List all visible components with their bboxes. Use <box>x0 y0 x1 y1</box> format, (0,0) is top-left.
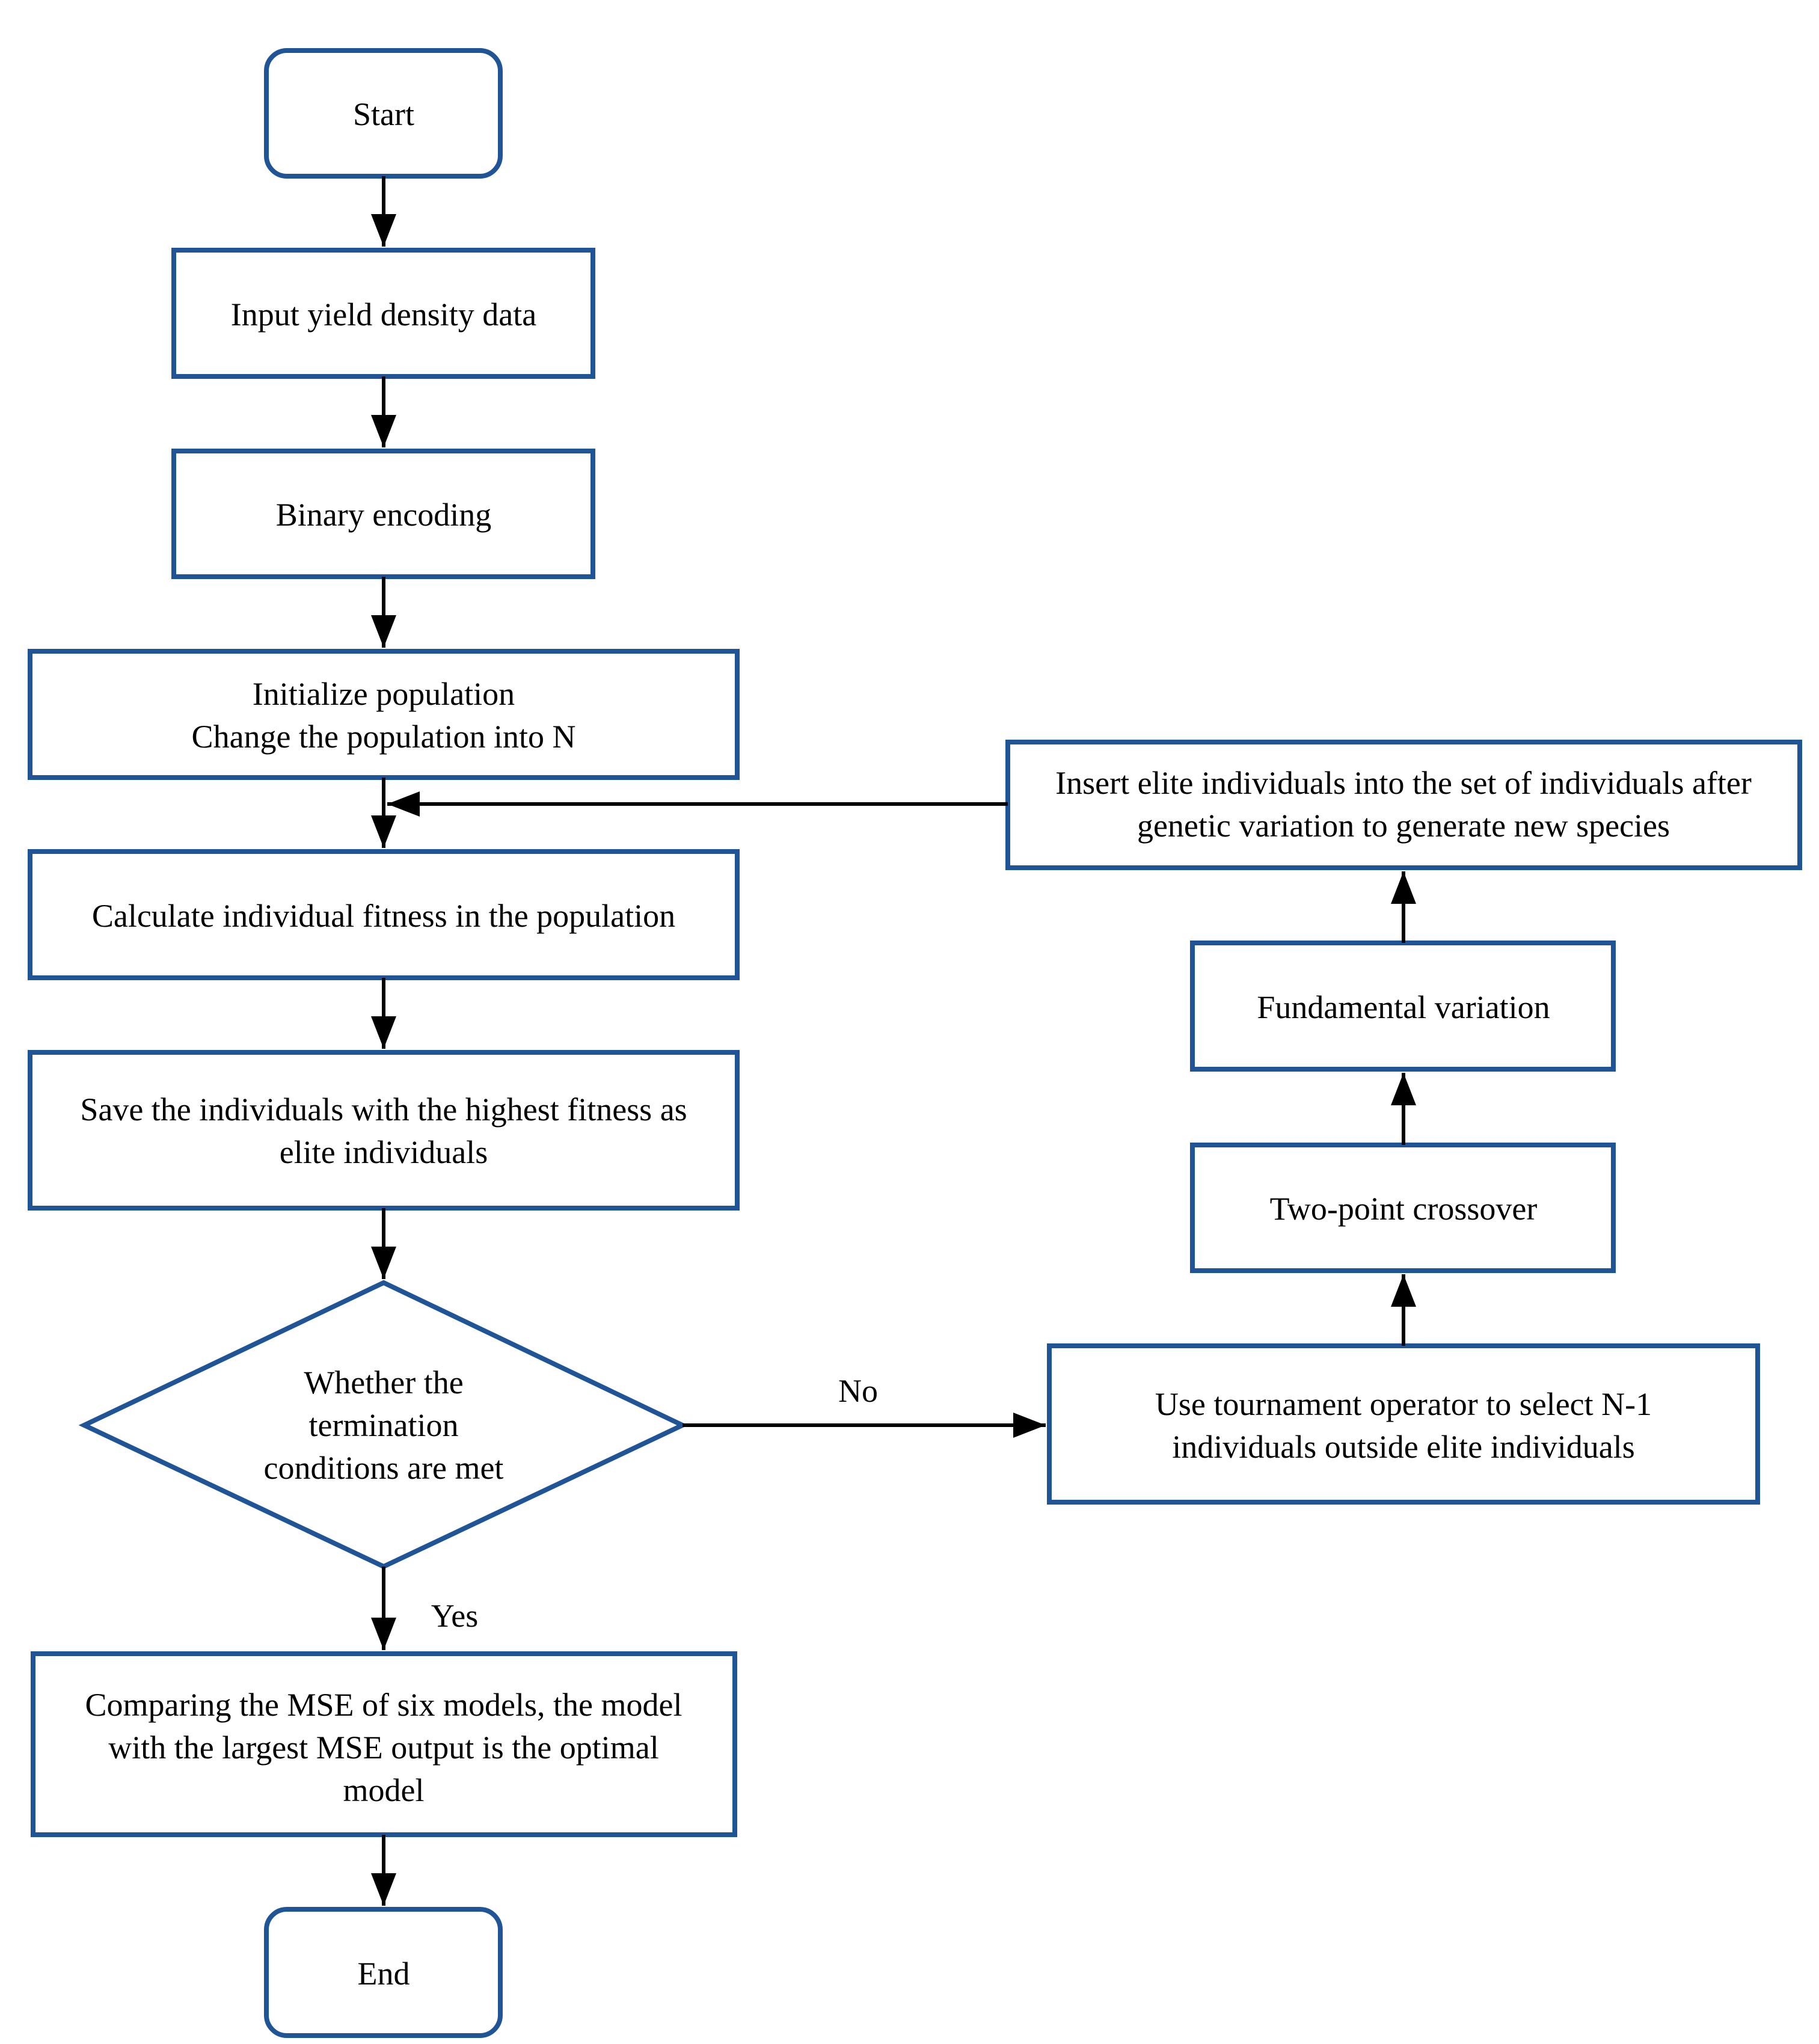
start-label: Start <box>353 96 414 132</box>
end-label: End <box>358 1956 410 1992</box>
tournament-selection-label-line-1: Use tournament operator to select N-1 <box>1155 1386 1652 1422</box>
decision-label-line-2: termination <box>309 1407 459 1443</box>
insert-elite-label-line-2: genetic variation to generate new specie… <box>1137 808 1670 844</box>
input-data-label: Input yield density data <box>231 296 536 333</box>
two-point-crossover-label: Two-point crossover <box>1270 1191 1538 1227</box>
insert-elite-label-line-1: Insert elite individuals into the set of… <box>1055 765 1752 801</box>
edge-label-yes: Yes <box>431 1598 479 1634</box>
tournament-selection-label-line-2: individuals outside elite individuals <box>1172 1429 1634 1465</box>
save-elite-node: Save the individuals with the highest fi… <box>28 1050 740 1211</box>
initialize-population-label-line-2: Change the population into N <box>192 719 576 755</box>
calculate-fitness-node: Calculate individual fitness in the popu… <box>28 849 740 980</box>
input-data-node: Input yield density data <box>171 248 595 379</box>
start-node: Start <box>264 48 503 179</box>
calculate-fitness-label: Calculate individual fitness in the popu… <box>92 898 675 934</box>
initialize-population-node: Initialize population Change the populat… <box>28 649 740 780</box>
two-point-crossover-node: Two-point crossover <box>1190 1143 1616 1273</box>
binary-encoding-node: Binary encoding <box>171 449 595 579</box>
compare-models-label-line-1: Comparing the MSE of six models, the mod… <box>85 1687 683 1723</box>
decision-label-line-1: Whether the <box>304 1364 463 1401</box>
save-elite-label-line-1: Save the individuals with the highest fi… <box>80 1091 687 1128</box>
end-node: End <box>264 1907 503 2038</box>
termination-decision-node: Whether the termination conditions are m… <box>78 1280 689 1570</box>
fundamental-variation-label: Fundamental variation <box>1257 989 1550 1025</box>
compare-models-label-line-2: with the largest MSE output is the optim… <box>108 1729 658 1766</box>
initialize-population-label-line-1: Initialize population <box>253 676 515 712</box>
binary-encoding-label: Binary encoding <box>276 497 491 533</box>
edge-label-no: No <box>838 1373 878 1409</box>
compare-models-label-line-3: model <box>343 1772 425 1808</box>
save-elite-label-line-2: elite individuals <box>280 1134 488 1170</box>
decision-label-line-3: conditions are met <box>264 1450 504 1486</box>
fundamental-variation-node: Fundamental variation <box>1190 941 1616 1072</box>
compare-models-node: Comparing the MSE of six models, the mod… <box>31 1651 737 1837</box>
insert-elite-node: Insert elite individuals into the set of… <box>1005 740 1802 870</box>
tournament-selection-node: Use tournament operator to select N-1 in… <box>1047 1343 1760 1505</box>
